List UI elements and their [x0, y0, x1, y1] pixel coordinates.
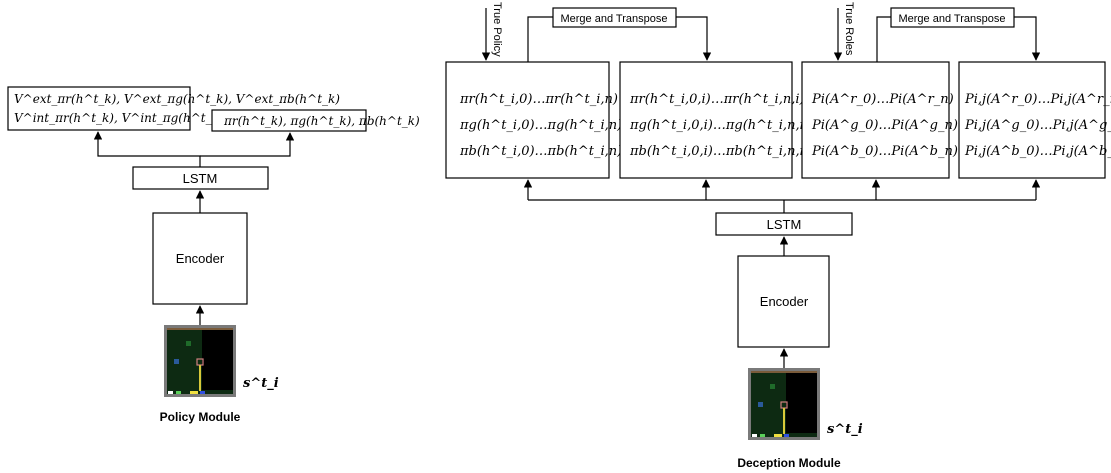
policy-state-label: s^t_i — [243, 376, 279, 391]
policy-head-box — [211, 109, 367, 132]
true-policy-row-b: πb(h^t_i,0)…πb(h^t_i,n) — [459, 144, 622, 159]
deception-lstm-box — [715, 212, 853, 236]
estimated-roles-row-r: Pi,j(A^r_0)…Pi,j(A^r_n) — [964, 92, 1111, 107]
estimated-policy-row-r: πr(h^t_i,0,i)…πr(h^t_i,n,i) — [629, 92, 805, 107]
arrow-lstm-to-policy — [200, 132, 295, 157]
deception-encoder-box — [737, 255, 830, 348]
estimated-policy-row-b: πb(h^t_i,0,i)…πb(h^t_i,n,i) — [629, 144, 809, 159]
merge-transpose-label-2: Merge and Transpose — [898, 13, 1005, 25]
true-roles-box — [801, 61, 950, 179]
true-roles-row-b: Pi(A^b_0)…Pi(A^b_n) — [811, 144, 958, 159]
true-roles-label: True Roles — [843, 2, 855, 56]
policy-state-image — [163, 324, 237, 398]
value-head-line-1: V^ext_πr(h^t_k), V^ext_πg(h^t_k), V^ext_… — [14, 92, 340, 106]
true-roles-row-g: Pi(A^g_0)…Pi(A^g_n) — [811, 118, 958, 133]
true-roles-row-r: Pi(A^r_0)…Pi(A^r_n) — [811, 92, 954, 107]
policy-encoder-label: Encoder — [176, 251, 225, 266]
true-policy-row-g: πg(h^t_i,0)…πg(h^t_i,n) — [459, 118, 622, 133]
estimated-roles-box — [958, 61, 1106, 179]
true-policy-label: True Policy — [491, 2, 503, 57]
deception-module: True Policy True Roles Merge and Transpo… — [445, 2, 1111, 470]
estimated-policy-row-g: πg(h^t_i,0,i)…πg(h^t_i,n,i) — [629, 118, 809, 133]
merge-arrow-1 — [676, 16, 712, 61]
value-head-box — [7, 86, 191, 131]
estimated-policy-box — [619, 61, 793, 179]
merge-arrow-2 — [1014, 16, 1041, 61]
deception-encoder-label: Encoder — [760, 294, 809, 309]
policy-module: V^ext_πr(h^t_k), V^ext_πg(h^t_k), V^ext_… — [7, 86, 420, 424]
policy-lstm-label: LSTM — [183, 171, 218, 186]
deception-module-caption: Deception Module — [737, 456, 841, 470]
merge-line-1 — [527, 16, 553, 62]
policy-module-caption: Policy Module — [160, 410, 241, 424]
deception-state-image — [747, 367, 821, 441]
deception-state-label: s^t_i — [827, 422, 863, 437]
policy-encoder-box — [152, 212, 248, 305]
estimated-roles-row-g: Pi,j(A^g_0)…Pi,j(A^g_n) — [964, 118, 1111, 133]
arrow-lstm-to-value — [93, 131, 201, 167]
merge-transpose-label-1: Merge and Transpose — [560, 13, 667, 25]
true-policy-box — [445, 61, 610, 179]
policy-head-text: πr(h^t_k), πg(h^t_k), πb(h^t_k) — [223, 114, 420, 128]
deception-lstm-label: LSTM — [767, 217, 802, 232]
estimated-roles-row-b: Pi,j(A^b_0)…Pi,j(A^b_n) — [964, 144, 1111, 159]
merge-line-2 — [876, 16, 891, 62]
true-policy-row-r: πr(h^t_i,0)…πr(h^t_i,n) — [459, 92, 618, 107]
